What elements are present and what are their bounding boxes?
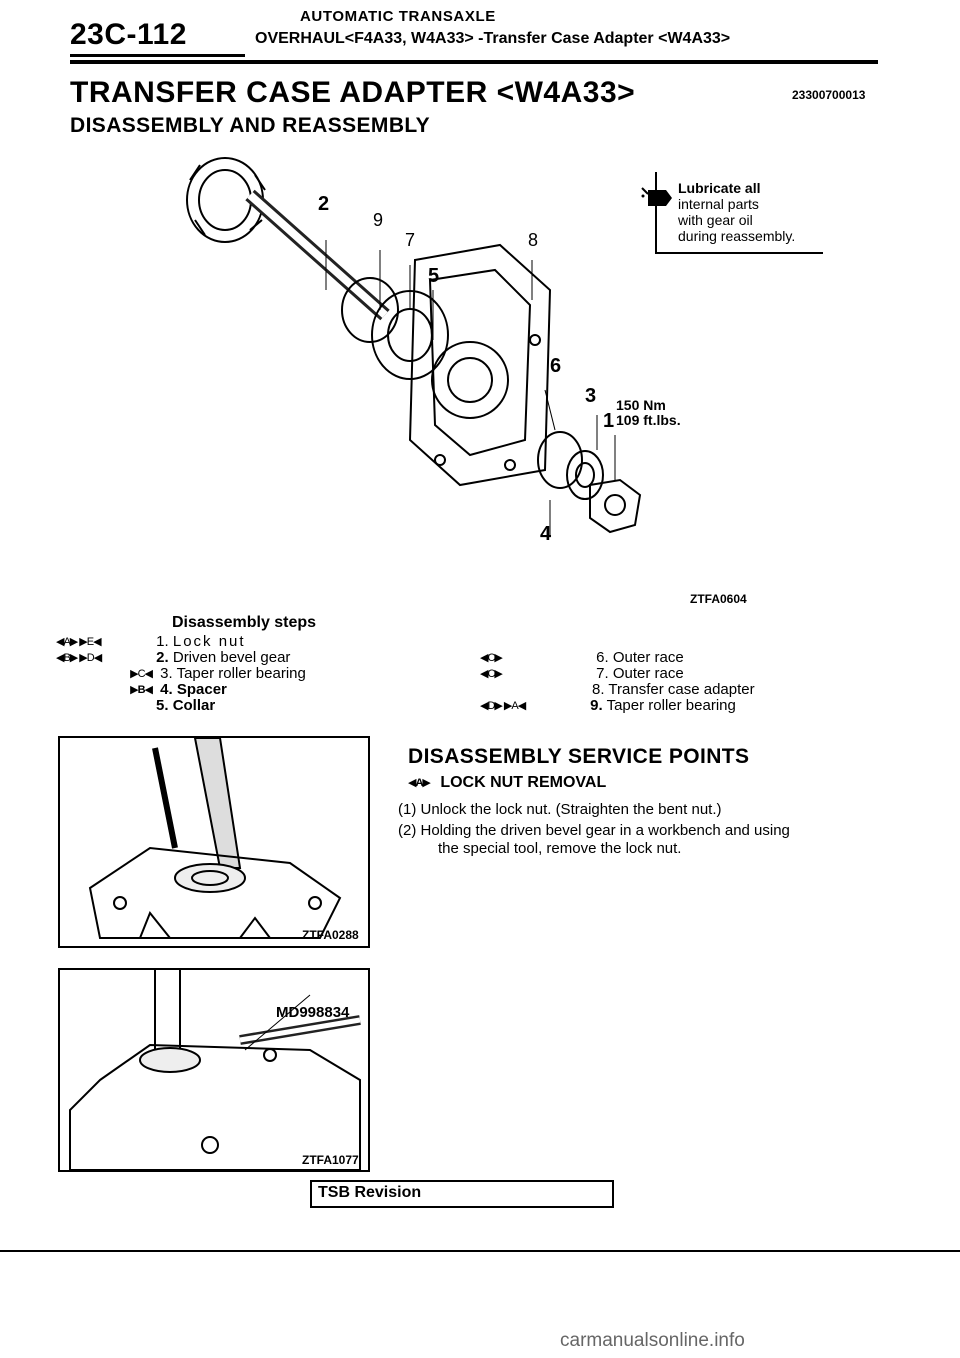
callout-7: 7 <box>405 230 416 250</box>
footer-rule <box>0 1250 960 1252</box>
step-item: ◀C▶ 7. Outer race <box>480 666 684 682</box>
step-number: 2. <box>156 649 169 666</box>
section-title: AUTOMATIC TRANSAXLE <box>300 8 496 25</box>
step-marker: ◀C▶ <box>480 652 503 665</box>
step-text: Outer race <box>612 649 684 666</box>
step-number: 1. <box>156 633 169 650</box>
step-text: Taper roller bearing <box>176 665 306 682</box>
step-text: Transfer case adapter <box>608 681 755 698</box>
step-marker: ◀D▶ ▶A◀ <box>480 700 526 713</box>
service-points-title: DISASSEMBLY SERVICE POINTS <box>408 745 750 768</box>
step-number: 9. <box>590 697 603 714</box>
step-item: ◀D▶ ▶A◀ 9. Taper roller bearing <box>480 698 736 714</box>
header-rule <box>70 60 878 64</box>
step-marker: ◀B▶ ▶D◀ <box>56 652 102 665</box>
torque-spec: 150 Nm 109 ft.lbs. <box>616 398 681 428</box>
photo-2-illustration <box>69 970 361 1171</box>
step-item: ▶B◀ 4. Spacer <box>96 682 227 698</box>
step-text: Lock nut <box>172 633 246 650</box>
steps-left-list: ◀A▶ ▶E◀ 1. Lock nut ◀B▶ ▶D◀ 2. Driven be… <box>56 634 386 724</box>
callout-9: 9 <box>373 210 384 230</box>
tsb-revision-box <box>310 1180 614 1208</box>
step-item: ◀A▶ ▶E◀ 1. Lock nut <box>56 634 246 650</box>
lubricate-line-2: internal parts <box>678 196 759 212</box>
callout-6: 6 <box>550 355 562 377</box>
reference-code: 23300700013 <box>792 88 866 102</box>
step-text: Collar <box>172 697 216 714</box>
watermark: carmanualsonline.info <box>560 1330 745 1351</box>
instruction-2-continued: the special tool, remove the lock nut. <box>438 840 682 857</box>
step-text: Spacer <box>176 681 227 698</box>
step-number: 3. <box>160 665 173 682</box>
lubricate-line-4: during reassembly. <box>678 228 796 244</box>
photo-1-illustration <box>88 737 342 939</box>
step-item: 5. Collar <box>156 698 215 714</box>
page-number: 23C-112 <box>70 18 187 51</box>
service-instructions: (1) Unlock the lock nut. (Straighten the… <box>398 801 868 861</box>
subsection-title: OVERHAUL<F4A33, W4A33> -Transfer Case Ad… <box>255 30 731 47</box>
section-subtitle: DISASSEMBLY AND REASSEMBLY <box>70 114 431 137</box>
photo-1-code: ZTFA0288 <box>302 928 359 942</box>
service-subtitle: LOCK NUT REMOVAL <box>440 774 607 791</box>
lubricate-line-3: with gear oil <box>678 212 753 228</box>
step-item: ◀B▶ ▶D◀ 2. Driven bevel gear <box>56 650 290 666</box>
step-text: Taper roller bearing <box>606 697 736 714</box>
step-number: 6. <box>596 649 609 666</box>
step-text: Driven bevel gear <box>172 649 291 666</box>
torque-nm: 150 Nm <box>616 397 666 413</box>
header-underline <box>70 54 245 57</box>
special-tool-label: MD998834 <box>276 1004 350 1021</box>
steps-title: Disassembly steps <box>172 614 317 631</box>
exploded-view-diagram <box>186 157 642 535</box>
oil-can-icon <box>641 187 672 206</box>
step-item: 8. Transfer case adapter <box>592 682 755 698</box>
lubricate-line-1: Lubricate all <box>678 180 761 196</box>
step-marker: ▶C◀ <box>130 668 153 681</box>
tsb-revision-label: TSB Revision <box>318 1184 422 1201</box>
photo-2-code: ZTFA1077 <box>302 1153 359 1167</box>
photo-lock-nut-removal: MD998834 ZTFA1077 <box>58 968 370 1172</box>
step-item: ▶C◀ 3. Taper roller bearing <box>96 666 306 682</box>
step-marker: ◀C▶ <box>480 668 503 681</box>
diagram-figure-code: ZTFA0604 <box>690 592 747 606</box>
service-marker: ◀A▶ <box>408 777 431 790</box>
step-marker: ◀A▶ ▶E◀ <box>56 636 102 649</box>
torque-ftlbs: 109 ft.lbs. <box>616 412 681 428</box>
step-number: 7. <box>596 665 609 682</box>
callout-2: 2 <box>318 193 330 215</box>
step-number: 4. <box>160 681 173 698</box>
step-text: Outer race <box>612 665 684 682</box>
step-item: ◀C▶ 6. Outer race <box>480 650 684 666</box>
instruction-2: (2) Holding the driven bevel gear in a w… <box>398 822 790 839</box>
step-marker: ▶B◀ <box>130 684 153 697</box>
photo-lock-nut-unlock: ZTFA0288 <box>58 736 370 948</box>
lubricate-note-box <box>655 172 823 254</box>
step-number: 5. <box>156 697 169 714</box>
lubricate-note: Lubricate all internal parts with gear o… <box>678 180 795 244</box>
callout-8: 8 <box>528 230 539 250</box>
steps-right-list: ◀C▶ 6. Outer race ◀C▶ 7. Outer race 8. T… <box>480 650 800 720</box>
callout-5: 5 <box>428 265 440 287</box>
callout-3: 3 <box>585 385 597 407</box>
step-number: 8. <box>592 681 605 698</box>
callout-4: 4 <box>540 523 552 545</box>
service-point-heading: ◀A▶ LOCK NUT REMOVAL <box>408 774 606 792</box>
page-title: TRANSFER CASE ADAPTER <W4A33> <box>70 76 636 109</box>
callout-1: 1 <box>603 410 615 432</box>
instruction-1: (1) Unlock the lock nut. (Straighten the… <box>398 801 722 818</box>
